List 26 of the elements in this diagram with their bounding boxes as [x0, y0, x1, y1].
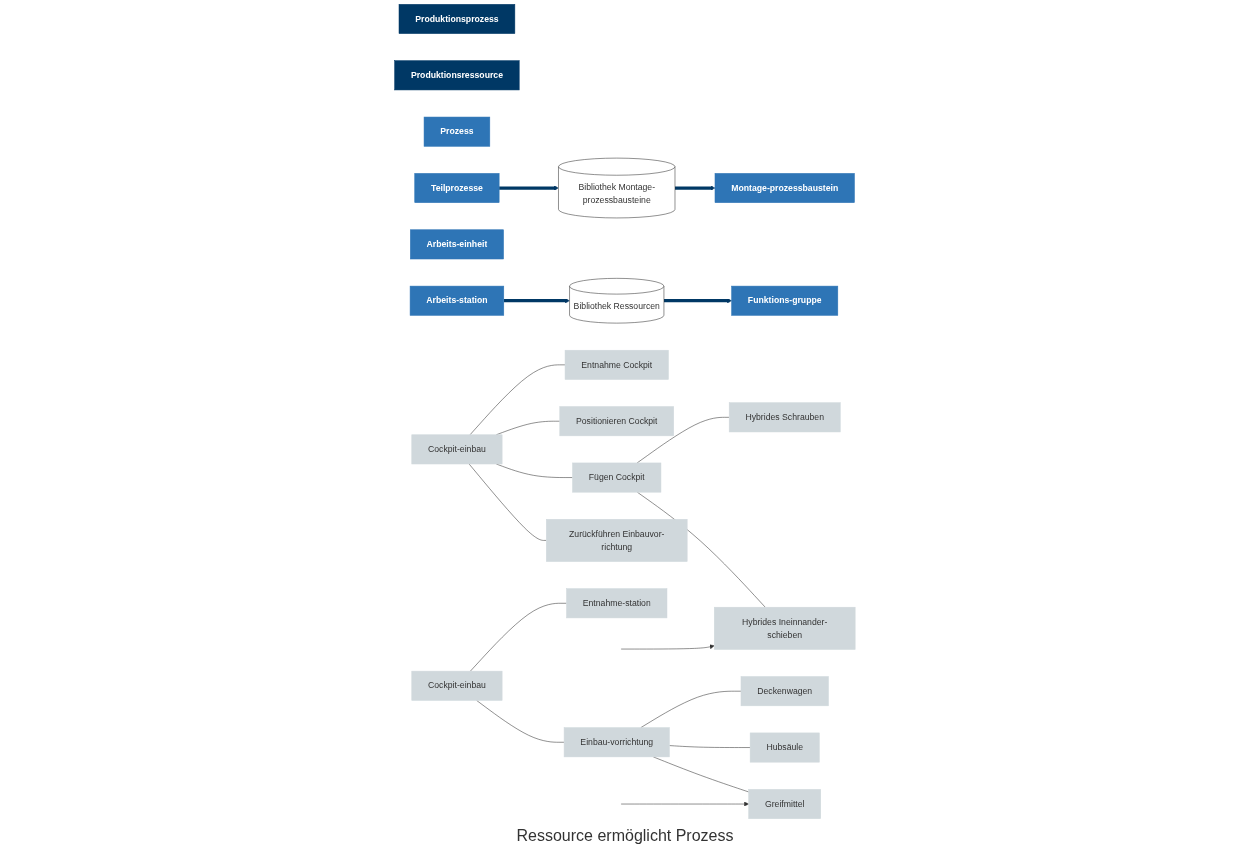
node-box: Hybrides Schrauben [729, 402, 841, 433]
node-box: Deckenwagen [740, 676, 829, 707]
node-box: Entnahme Cockpit [564, 349, 669, 380]
node-box: Zurückführen Einbauvor-richtung [546, 519, 688, 562]
node-box: Positionieren Cockpit [559, 406, 675, 437]
node-box: Produktionsressource [394, 60, 520, 91]
node-box: Greifmittel [748, 789, 822, 819]
arrow [503, 298, 570, 304]
node-box: Cockpit-einbau [411, 670, 503, 701]
node-box: Teilprozesse [414, 173, 500, 203]
note-text: Ressource ermöglicht Prozess [516, 827, 734, 845]
node-box: Montage-prozessbaustein [714, 173, 855, 203]
node-box: Hybrides Ineinnander-schieben [714, 606, 856, 650]
node-box: Funktions-gruppe [731, 285, 839, 316]
node-box: Einbau-vorrichtung [563, 727, 670, 758]
arrow [675, 185, 716, 191]
node-box: Hubsäule [749, 732, 820, 763]
node-box: Fügen Cockpit [572, 462, 662, 493]
node-box: Produktionsprozess [398, 4, 516, 34]
node-box: Arbeits-einheit [410, 229, 504, 260]
node-box: Arbeits-station [409, 285, 505, 316]
node-box: Cockpit-einbau [411, 434, 503, 465]
node-box: Prozess [423, 116, 491, 147]
node-box: Entnahme-station [566, 588, 668, 619]
arrow [664, 298, 732, 304]
arrow [499, 185, 559, 191]
